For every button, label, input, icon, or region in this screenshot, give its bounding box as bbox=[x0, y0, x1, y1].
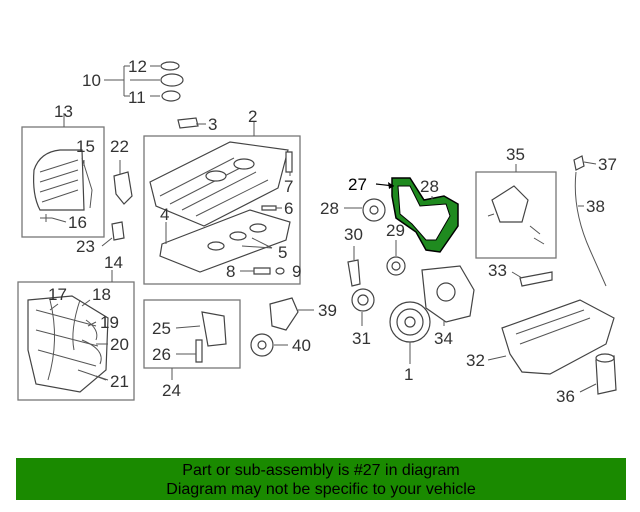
pulley-31[interactable] bbox=[351, 288, 375, 312]
callout-15: 15 bbox=[76, 137, 95, 156]
box-14 bbox=[17, 281, 135, 401]
info-banner: Part or sub-assembly is #27 in diagram D… bbox=[16, 458, 626, 500]
seal-8[interactable] bbox=[253, 267, 271, 275]
box-2 bbox=[143, 135, 301, 285]
oil-filler-cap-top[interactable] bbox=[160, 61, 180, 71]
callout-7: 7 bbox=[284, 177, 293, 196]
callout-28-left: 28 bbox=[320, 199, 339, 218]
bracket-22[interactable] bbox=[113, 171, 133, 205]
valve-cover[interactable] bbox=[149, 141, 289, 227]
callout-27: 27 bbox=[348, 175, 367, 194]
callout-20: 20 bbox=[110, 335, 129, 354]
idler-pulley-40[interactable] bbox=[250, 333, 274, 357]
callout-37: 37 bbox=[598, 155, 617, 174]
callout-40: 40 bbox=[292, 336, 311, 355]
idler-29[interactable] bbox=[386, 256, 406, 276]
callout-9: 9 bbox=[292, 262, 301, 281]
bracket-33[interactable] bbox=[519, 271, 553, 287]
callout-4: 4 bbox=[160, 205, 169, 224]
callout-22: 22 bbox=[110, 137, 129, 156]
engine-mount-39[interactable] bbox=[269, 297, 299, 331]
leader-lines bbox=[49, 113, 597, 393]
box-13 bbox=[21, 126, 105, 238]
gasket-19[interactable] bbox=[85, 319, 98, 341]
gasket-17[interactable] bbox=[47, 299, 55, 381]
callout-34: 34 bbox=[434, 329, 453, 348]
callout-6: 6 bbox=[284, 199, 293, 218]
washer-9[interactable] bbox=[275, 267, 285, 275]
callout-14: 14 bbox=[104, 253, 123, 272]
timing-cover-upper[interactable] bbox=[33, 149, 93, 211]
bolt-16[interactable] bbox=[40, 214, 52, 222]
callout-24: 24 bbox=[162, 381, 181, 400]
callout-1: 1 bbox=[404, 365, 413, 384]
oil-pump-34[interactable] bbox=[421, 265, 475, 323]
banner-line-1: Part or sub-assembly is #27 in diagram bbox=[182, 462, 460, 479]
callout-29: 29 bbox=[386, 221, 405, 240]
oil-strainer-35[interactable] bbox=[487, 185, 545, 245]
callout-12: 12 bbox=[128, 57, 147, 76]
grommet-3[interactable] bbox=[177, 117, 199, 129]
timing-cover-lower[interactable] bbox=[27, 295, 109, 393]
callout-35: 35 bbox=[506, 145, 525, 164]
oil-filter-36[interactable] bbox=[595, 353, 617, 395]
callout-39: 39 bbox=[318, 301, 337, 320]
oil-filler-gasket[interactable] bbox=[161, 90, 181, 102]
callout-11: 11 bbox=[128, 88, 146, 107]
gasket-18[interactable] bbox=[72, 299, 81, 351]
oil-filler-cap[interactable] bbox=[160, 73, 184, 87]
callout-labels: 10 12 11 13 15 16 22 23 14 17 18 19 20 2… bbox=[48, 57, 617, 406]
callout-5: 5 bbox=[278, 243, 287, 262]
callout-17: 17 bbox=[48, 285, 67, 304]
bolt-26[interactable] bbox=[195, 339, 203, 363]
oil-pan-32[interactable] bbox=[501, 299, 615, 375]
box-24 bbox=[143, 299, 241, 369]
callout-23: 23 bbox=[76, 237, 95, 256]
tensioner-30[interactable] bbox=[347, 259, 361, 287]
timing-belt-27[interactable] bbox=[391, 177, 459, 253]
callout-8: 8 bbox=[226, 262, 235, 281]
crankshaft-pulley-1[interactable] bbox=[389, 301, 431, 343]
dipstick-tube-38[interactable] bbox=[574, 171, 607, 287]
callout-33: 33 bbox=[488, 261, 507, 280]
callout-2: 2 bbox=[248, 107, 257, 126]
callout-16: 16 bbox=[68, 213, 87, 232]
callout-31: 31 bbox=[352, 329, 371, 348]
gasket-20[interactable] bbox=[81, 339, 102, 365]
valve-cover-gasket[interactable] bbox=[159, 209, 291, 273]
callout-28-top: 28 bbox=[420, 177, 439, 196]
bolt-7[interactable] bbox=[285, 151, 293, 173]
callout-30: 30 bbox=[344, 225, 363, 244]
callout-25: 25 bbox=[152, 319, 171, 338]
callout-18: 18 bbox=[92, 285, 111, 304]
callout-32: 32 bbox=[466, 351, 485, 370]
callout-21: 21 bbox=[110, 372, 129, 391]
callout-38: 38 bbox=[586, 197, 605, 216]
callout-13: 13 bbox=[54, 102, 73, 121]
callout-19: 19 bbox=[100, 313, 119, 332]
gasket-21[interactable] bbox=[77, 369, 107, 381]
banner-line-2: Diagram may not be specific to your vehi… bbox=[166, 481, 476, 498]
callout-26: 26 bbox=[152, 345, 171, 364]
dipstick-handle-37[interactable] bbox=[573, 155, 585, 171]
callout-10: 10 bbox=[82, 71, 101, 90]
callout-3: 3 bbox=[208, 115, 217, 134]
callout-36: 36 bbox=[556, 387, 575, 406]
bolt-6[interactable] bbox=[261, 205, 277, 211]
part-group-10 bbox=[104, 61, 184, 102]
bolt-23[interactable] bbox=[111, 221, 125, 241]
cover-25[interactable] bbox=[201, 311, 227, 347]
camshaft-sprocket-28[interactable] bbox=[362, 198, 386, 222]
